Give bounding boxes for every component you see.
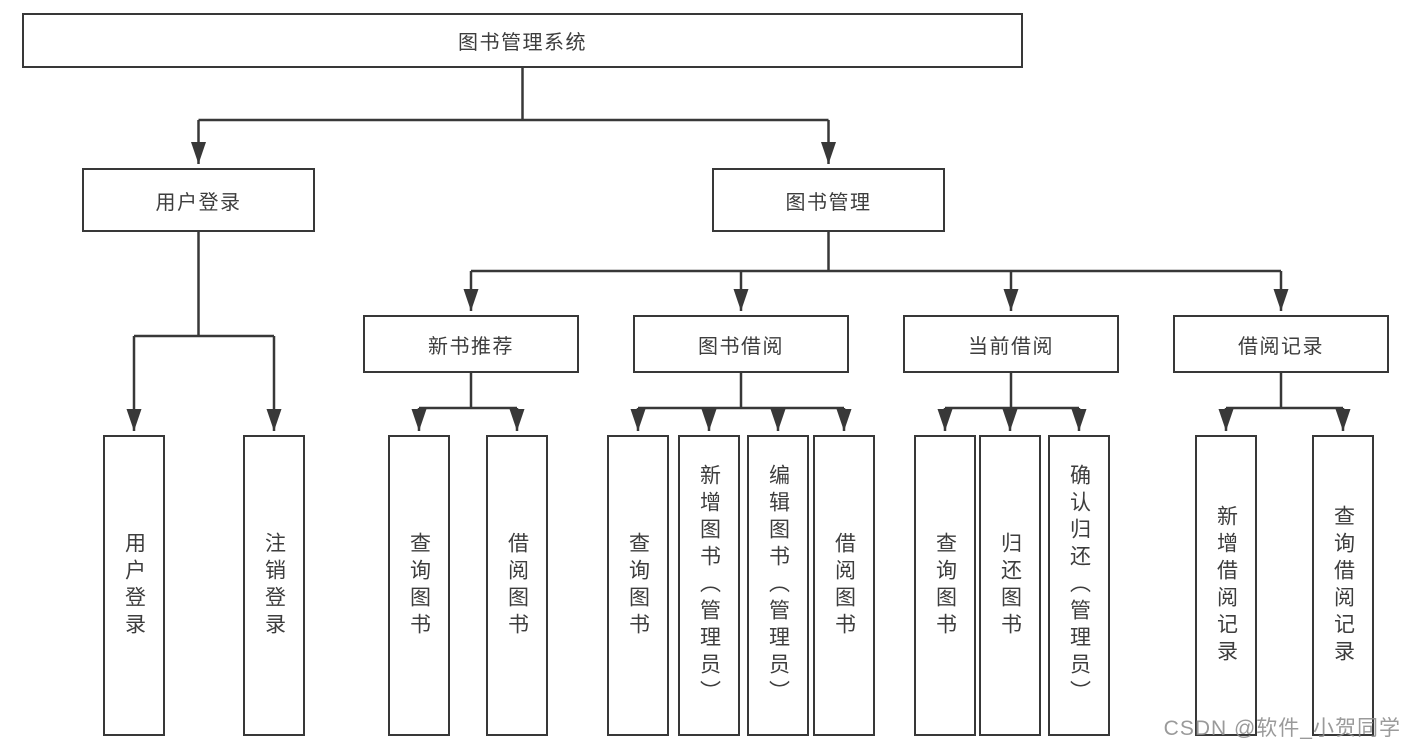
leaf-add-borrow-record: 新增借阅记录 <box>1195 435 1257 736</box>
node-label: 图书管理 <box>785 191 872 214</box>
leaf-label: 借阅图书 <box>505 531 529 640</box>
leaf-borrow-books: 借阅图书 <box>813 435 875 736</box>
leaf-label: 确认归还（管理员） <box>1067 464 1091 707</box>
node-label: 新书推荐 <box>428 335 514 358</box>
leaf-label: 归还图书 <box>998 531 1022 640</box>
leaf-return-books: 归还图书 <box>979 435 1041 736</box>
leaf-label: 编辑图书（管理员） <box>766 464 790 707</box>
leaf-borrow-books: 借阅图书 <box>486 435 548 736</box>
leaf-label: 借阅图书 <box>832 531 856 640</box>
leaf-query-borrow-record: 查询借阅记录 <box>1312 435 1374 736</box>
leaf-label: 查询借阅记录 <box>1331 504 1355 667</box>
leaf-label: 查询图书 <box>933 531 957 640</box>
leaf-label: 注销登录 <box>262 531 286 640</box>
leaf-user-login: 用户登录 <box>103 435 165 736</box>
csdn-watermark: CSDN @软件_小贺同学 <box>1163 717 1401 740</box>
node-library-system: 图书管理系统 <box>22 13 1023 68</box>
leaf-query-books: 查询图书 <box>607 435 669 736</box>
node-book-management: 图书管理 <box>712 168 945 232</box>
leaf-query-books: 查询图书 <box>388 435 450 736</box>
leaf-add-books-admin: 新增图书（管理员） <box>678 435 740 736</box>
node-current-borrow: 当前借阅 <box>903 315 1119 373</box>
node-borrow-records: 借阅记录 <box>1173 315 1389 373</box>
leaf-label: 用户登录 <box>122 531 146 640</box>
node-label: 图书管理系统 <box>458 32 587 54</box>
node-new-book-recommend: 新书推荐 <box>363 315 579 373</box>
leaf-label: 查询图书 <box>626 531 650 640</box>
leaf-label: 查询图书 <box>407 531 431 640</box>
leaf-confirm-return-admin: 确认归还（管理员） <box>1048 435 1110 736</box>
node-label: 用户登录 <box>155 191 242 214</box>
leaf-label: 新增借阅记录 <box>1214 504 1238 667</box>
node-label: 借阅记录 <box>1238 335 1324 358</box>
leaf-logout: 注销登录 <box>243 435 305 736</box>
node-label: 图书借阅 <box>698 335 784 358</box>
leaf-edit-books-admin: 编辑图书（管理员） <box>747 435 809 736</box>
node-label: 当前借阅 <box>968 335 1054 358</box>
node-user-login: 用户登录 <box>82 168 315 232</box>
leaf-label: 新增图书（管理员） <box>697 464 721 707</box>
node-book-borrow: 图书借阅 <box>633 315 849 373</box>
leaf-query-books: 查询图书 <box>914 435 976 736</box>
